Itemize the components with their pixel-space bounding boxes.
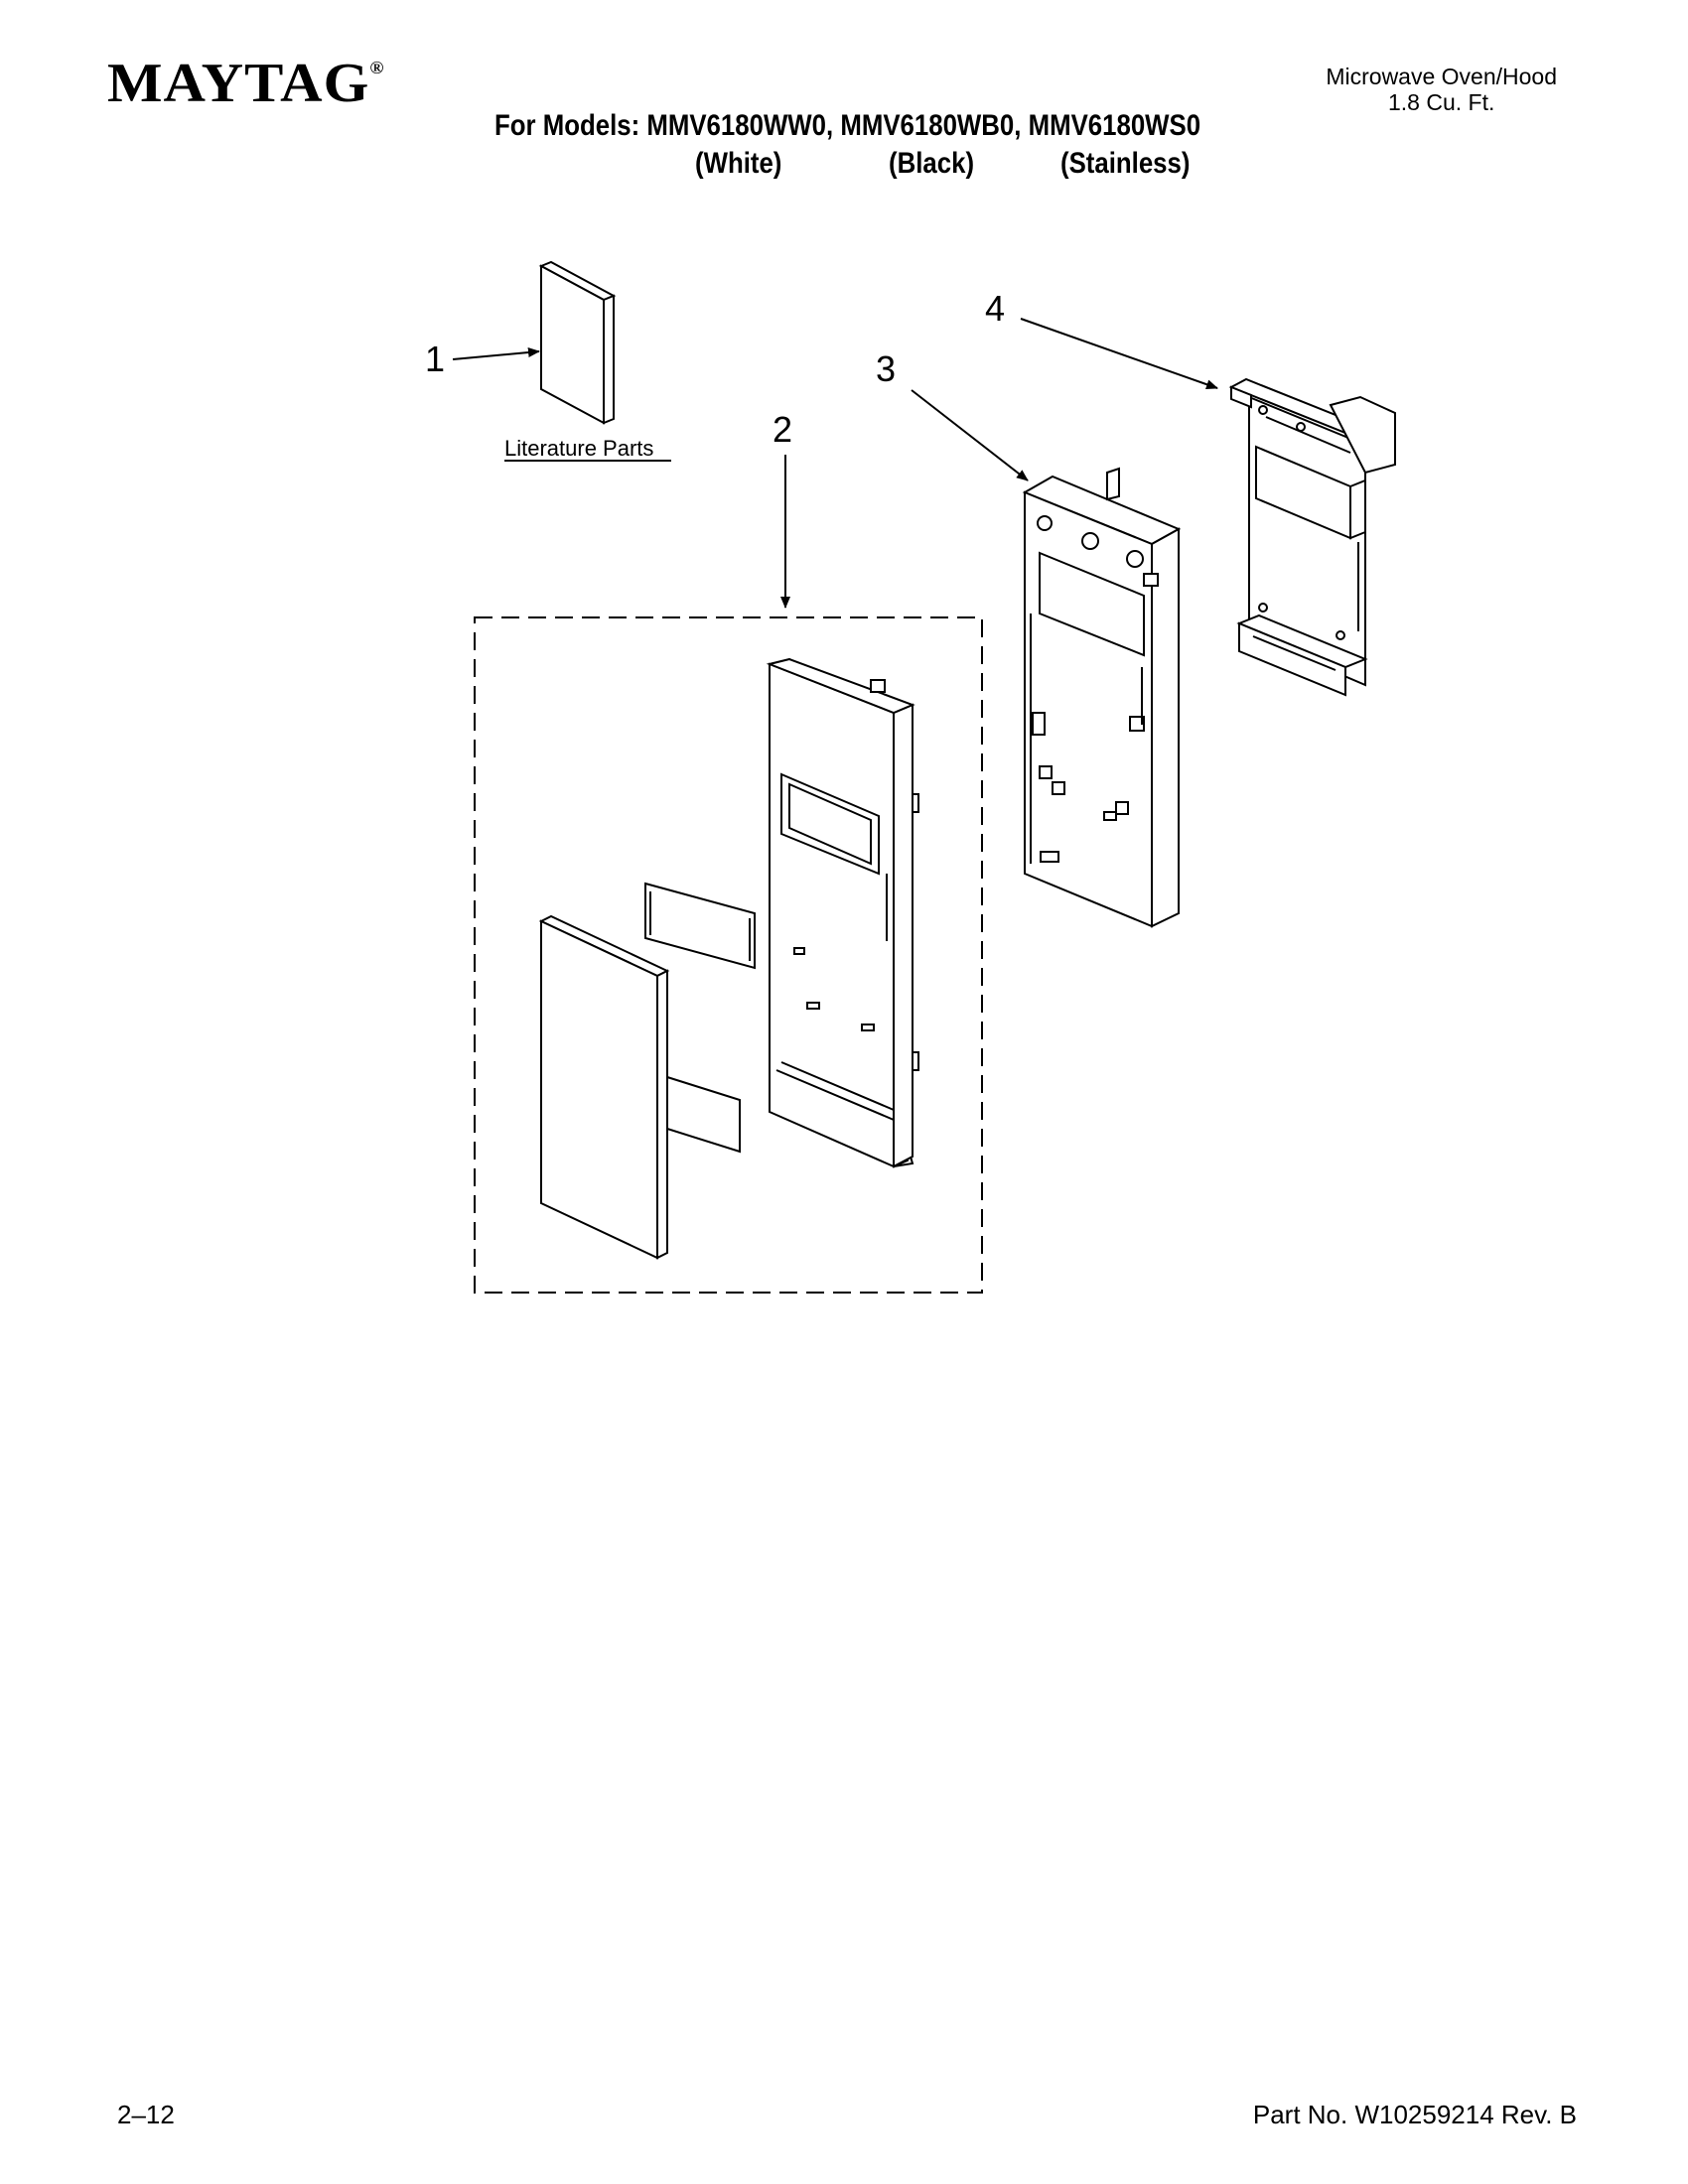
leader-3: [911, 389, 1029, 481]
assembly-group-box: [474, 616, 983, 1294]
leader-4: [1020, 318, 1218, 390]
product-capacity: 1.8 Cu. Ft.: [1387, 89, 1495, 115]
control-panel-frame: [766, 657, 919, 1168]
product-description: Microwave Oven/Hood 1.8 Cu. Ft.: [1326, 64, 1557, 115]
callout-1: 1: [425, 339, 445, 379]
page-number: 2–12: [117, 2100, 175, 2129]
control-board: [1228, 377, 1396, 697]
callout-3: 3: [876, 348, 896, 389]
leader-1: [452, 347, 540, 360]
display-window: [644, 882, 756, 970]
product-type: Microwave Oven/Hood: [1326, 64, 1557, 89]
literature-parts-label: Literature Parts: [504, 436, 653, 461]
callout-2: 2: [773, 409, 792, 450]
models-line: For Models: MMV6180WW0, MMV6180WB0, MMV6…: [494, 109, 1201, 142]
panel-bracket: [1022, 467, 1182, 928]
color-black: (Black): [889, 147, 975, 180]
literature-booklet: [538, 260, 617, 425]
part-number: Part No. W10259214 Rev. B: [1252, 2100, 1577, 2129]
callout-4: 4: [985, 288, 1005, 329]
brand-logo: MAYTAG®: [107, 53, 385, 114]
color-white: (White): [695, 147, 782, 180]
color-stainless: (Stainless): [1060, 147, 1191, 180]
keypad-overlay: [538, 914, 670, 1260]
trim-plate: [666, 1075, 741, 1154]
